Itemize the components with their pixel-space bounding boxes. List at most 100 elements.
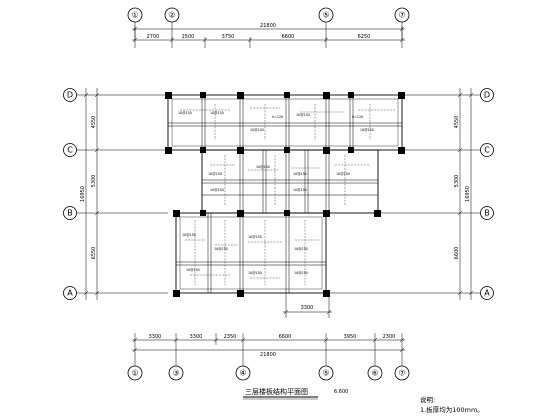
right-axis-markers: D C B A bbox=[480, 88, 494, 300]
axis-label-C-left: C bbox=[67, 146, 73, 155]
axis-bubble-C-right bbox=[480, 143, 494, 157]
column bbox=[348, 147, 354, 153]
rebar-callouts: 10@150 10@150 10@150 10@150 10@150 10@15… bbox=[178, 111, 374, 275]
left-dimension-lines bbox=[77, 88, 168, 300]
axis-label-1-bottom: ① bbox=[131, 369, 138, 378]
column bbox=[398, 92, 405, 99]
column bbox=[323, 92, 330, 99]
rebar-label: 10@150 bbox=[182, 233, 196, 237]
slab-outline bbox=[167, 94, 403, 294]
bottom-dimension-lines bbox=[132, 333, 405, 360]
drawing-title: 三层楼板结构平面图 bbox=[245, 387, 308, 396]
rebar-label: 10@150 bbox=[214, 247, 228, 251]
bottom-dim-5: 3950 bbox=[344, 334, 357, 340]
rebar-label: 10@150 bbox=[294, 271, 308, 275]
column bbox=[284, 92, 290, 98]
rebar-label: 10@150 bbox=[210, 188, 224, 192]
rebar-label: 10@150 bbox=[248, 271, 262, 275]
axis-label-5-top: ⑤ bbox=[322, 11, 329, 20]
axis-label-B-left: B bbox=[67, 209, 73, 218]
rebar-label: 10@150 bbox=[293, 188, 307, 192]
rebar-label: 10@150 bbox=[248, 235, 262, 239]
column bbox=[165, 147, 172, 154]
rebar-label: 10@150 bbox=[336, 172, 350, 176]
axis-label-4-bottom: ④ bbox=[239, 369, 246, 378]
column bbox=[237, 92, 244, 99]
rebar-label: 10@150 bbox=[296, 113, 310, 117]
rebar-label: 10@150 bbox=[294, 247, 308, 251]
axis-label-C-right: C bbox=[484, 146, 490, 155]
axis-bubble-B-right bbox=[480, 206, 494, 220]
right-dimension-lines bbox=[330, 88, 480, 300]
axis-bubble-7-bottom bbox=[394, 365, 410, 381]
column bbox=[173, 290, 180, 297]
axis-bubble-6-bottom bbox=[367, 365, 383, 381]
axis-label-D-right: D bbox=[484, 91, 490, 100]
axis-label-1-top: ① bbox=[131, 11, 138, 20]
axis-label-A-right: A bbox=[484, 289, 490, 298]
left-total-dim: 16950 bbox=[80, 186, 86, 202]
rebar-label: 10@150 bbox=[256, 165, 270, 169]
axis-label-3-bottom: ③ bbox=[172, 369, 179, 378]
left-axis-markers: D C B A bbox=[63, 88, 77, 300]
column bbox=[374, 210, 381, 217]
right-dim-2: 5300 bbox=[454, 175, 460, 188]
axis-bubble-A-right bbox=[480, 286, 494, 300]
bottom-dim-1: 3300 bbox=[149, 334, 162, 340]
columns bbox=[165, 92, 405, 297]
right-total-dim: 16950 bbox=[465, 186, 471, 202]
bottom-extra-dim-lines bbox=[283, 293, 332, 318]
axis-label-7-bottom: ⑦ bbox=[398, 369, 405, 378]
slab-thickness-label: h=120 bbox=[352, 115, 363, 119]
top-dim-5: 6250 bbox=[358, 34, 371, 40]
rebar-lines bbox=[180, 104, 395, 285]
axis-label-A-left: A bbox=[67, 289, 73, 298]
top-dim-2: 2500 bbox=[182, 34, 195, 40]
drawing-title-block: 三层楼板结构平面图 6.600 bbox=[243, 387, 348, 400]
rebar-label: 10@150 bbox=[186, 268, 200, 272]
bottom-axis-markers: ① ③ ④ ⑤ ⑥ ⑦ bbox=[127, 360, 410, 381]
axis-bubble-5-bottom bbox=[318, 365, 334, 381]
axis-label-6-bottom: ⑥ bbox=[371, 369, 378, 378]
top-total-dim: 21800 bbox=[260, 23, 276, 29]
right-dim-3: 6600 bbox=[454, 247, 460, 260]
axis-label-D-left: D bbox=[67, 91, 73, 100]
elevation-label: 6.600 bbox=[334, 389, 348, 395]
column bbox=[323, 210, 330, 217]
bottom-dim-4: 6600 bbox=[279, 334, 292, 340]
bottom-dim-2: 3300 bbox=[190, 334, 203, 340]
axis-bubble-D-right bbox=[480, 88, 494, 102]
column bbox=[348, 92, 354, 98]
top-dim-1: 2700 bbox=[147, 34, 160, 40]
column bbox=[200, 210, 206, 216]
column bbox=[398, 147, 405, 154]
top-dimensions bbox=[132, 26, 405, 48]
rebar-label: 10@150 bbox=[210, 111, 224, 115]
rebar-label: 10@150 bbox=[178, 111, 192, 115]
axis-bubble-A-left bbox=[63, 286, 77, 300]
bottom-extra-dim: 3300 bbox=[301, 305, 314, 311]
column bbox=[237, 290, 244, 297]
column bbox=[200, 147, 206, 153]
top-dim-4: 6600 bbox=[282, 34, 295, 40]
rebar-label: 10@150 bbox=[293, 172, 307, 176]
left-dim-1: 4550 bbox=[91, 116, 97, 129]
column bbox=[200, 92, 206, 98]
bottom-dim-3: 2350 bbox=[224, 334, 237, 340]
rebar-label: 10@150 bbox=[208, 172, 222, 176]
rebar-label: 10@150 bbox=[250, 128, 264, 132]
right-dim-1: 4550 bbox=[454, 116, 460, 129]
slab-thickness-label: h=120 bbox=[272, 115, 283, 119]
left-dim-2: 5300 bbox=[91, 175, 97, 188]
axis-bubble-C-left bbox=[63, 143, 77, 157]
axis-bubble-4-bottom bbox=[235, 365, 251, 381]
axis-label-5-bottom: ⑤ bbox=[322, 369, 329, 378]
beam-lines bbox=[168, 95, 402, 293]
top-dim-3: 3750 bbox=[222, 34, 235, 40]
axis-bubble-1-bottom bbox=[127, 365, 143, 381]
axis-bubble-3-bottom bbox=[168, 365, 184, 381]
rebar-label: 10@150 bbox=[360, 128, 374, 132]
notes-heading: 说明: bbox=[420, 395, 435, 404]
bottom-total-dim: 21800 bbox=[260, 352, 276, 358]
